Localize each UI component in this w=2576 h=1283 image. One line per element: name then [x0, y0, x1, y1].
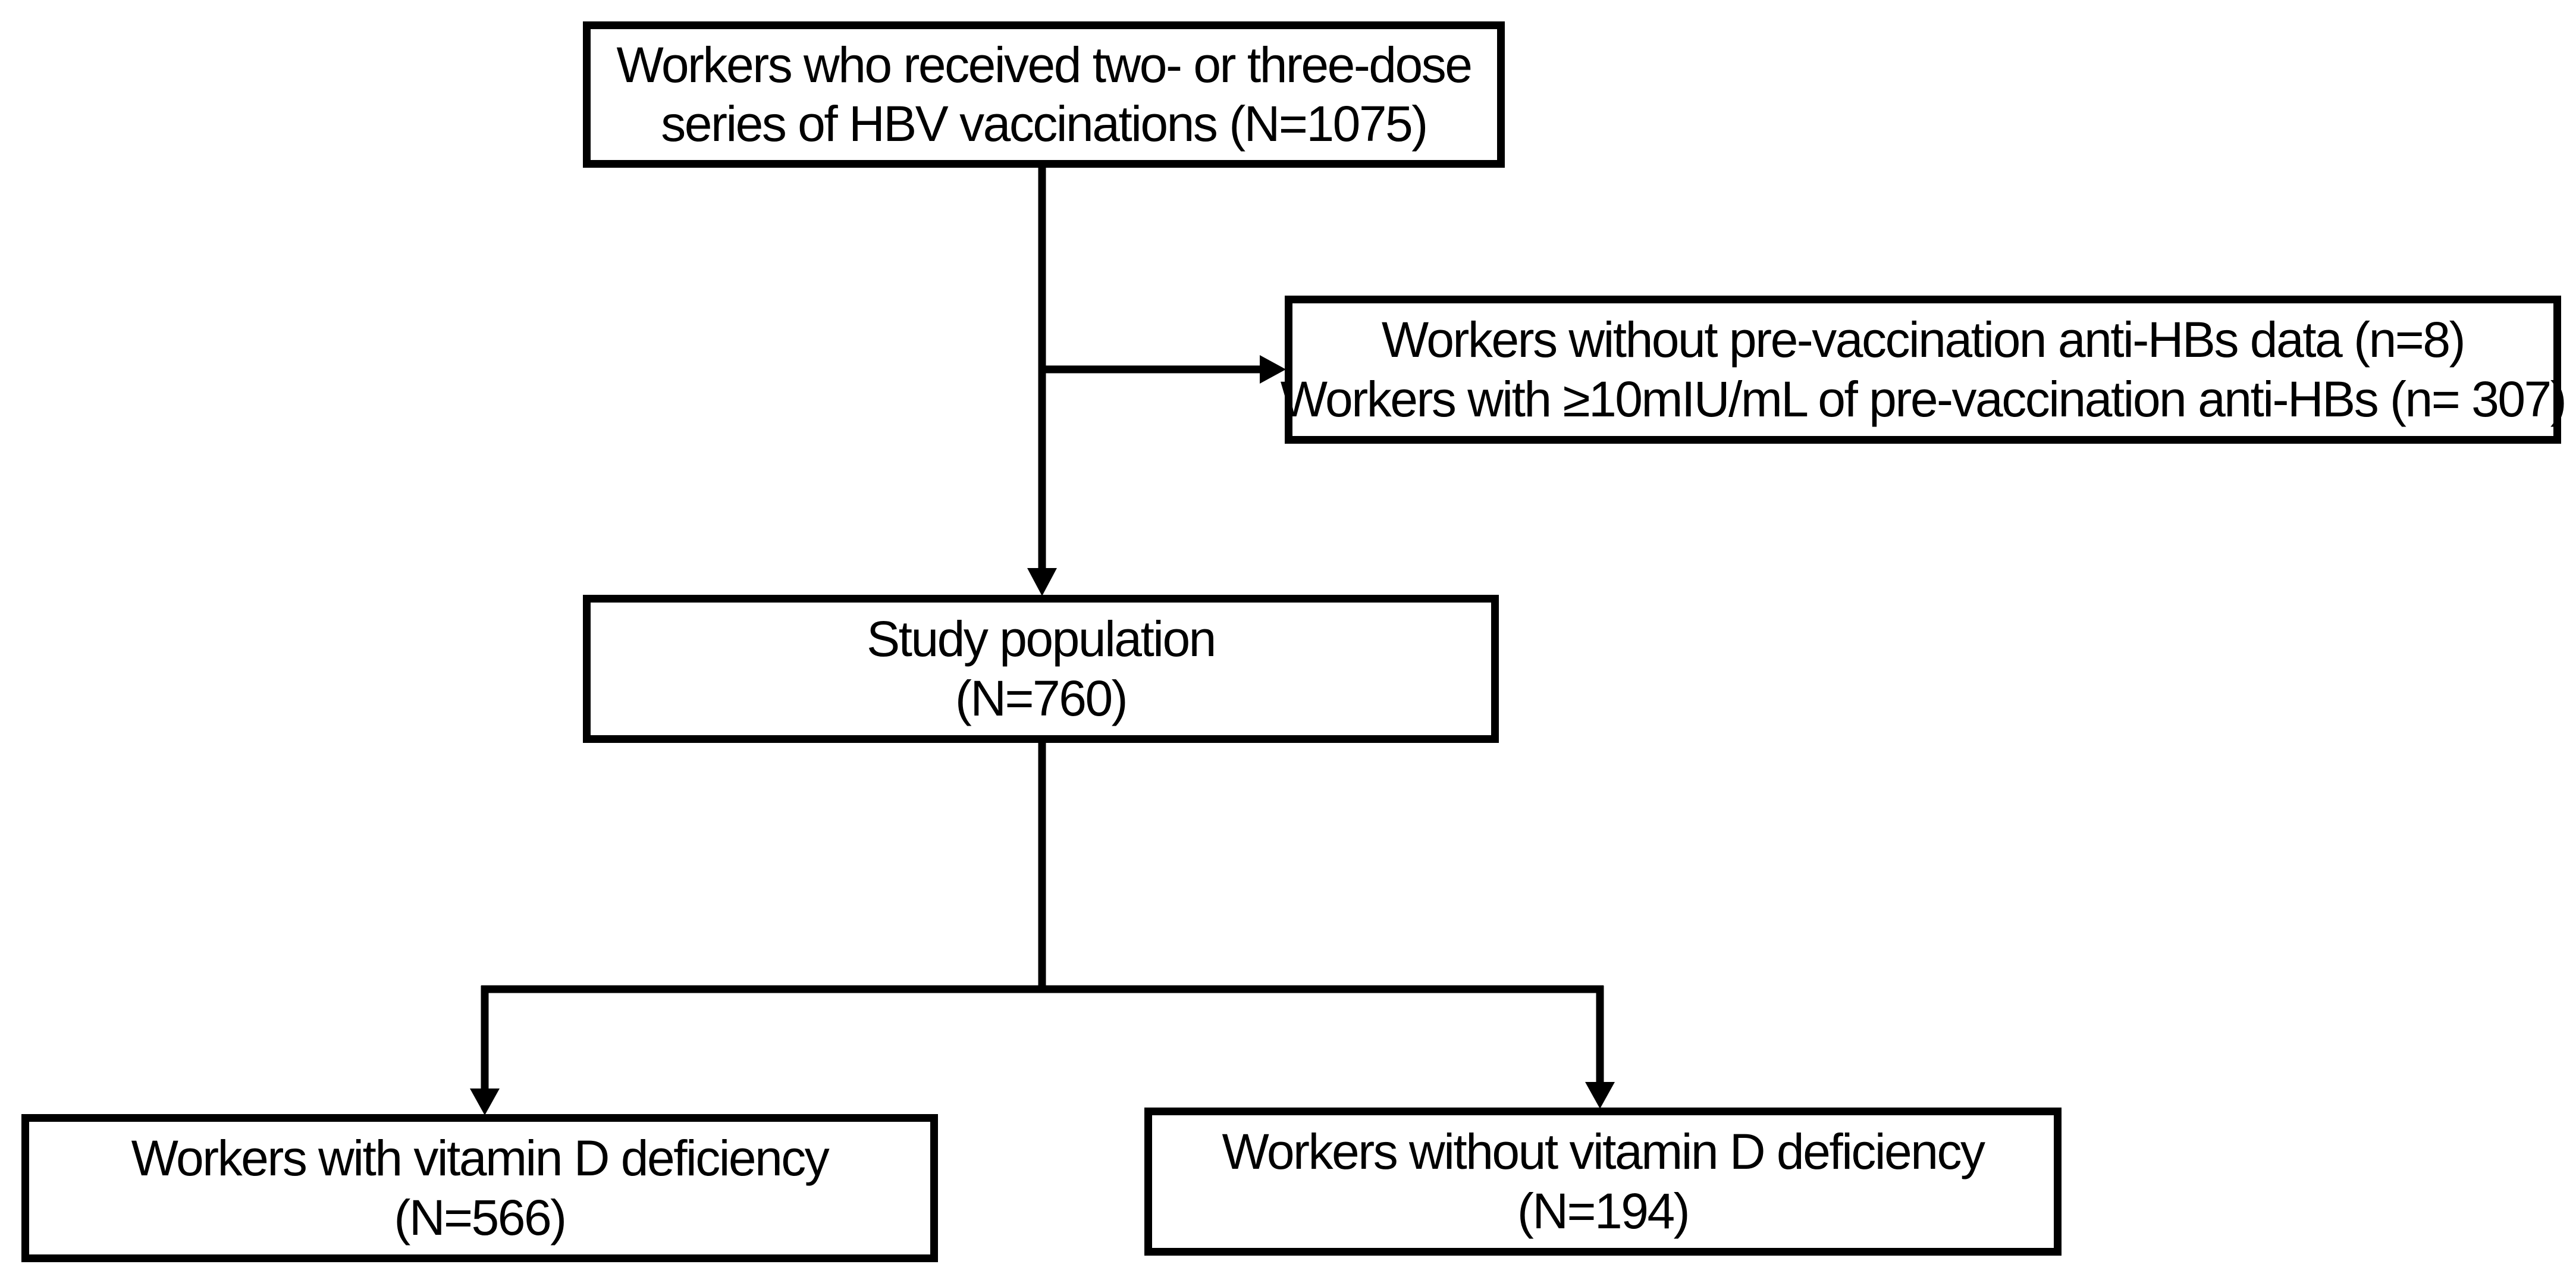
arrowhead-to-study: [1027, 568, 1057, 596]
arrowhead-to-vitd-deficient: [470, 1088, 500, 1115]
start-box: Workers who received two- or three-dose …: [583, 21, 1505, 168]
start-box-line1: Workers who received two- or three-dose: [616, 36, 1473, 93]
vitamin-d-not-deficient-box: Workers without vitamin D deficiency (N=…: [1144, 1108, 2062, 1256]
exclusion-box: Workers without pre-vaccination anti-HBs…: [1281, 296, 2567, 444]
vitd-not-deficient-line2: (N=194): [1517, 1182, 1690, 1239]
exclusion-box-line2: Workers with ≥10mIU/mL of pre-vaccinatio…: [1280, 371, 2567, 427]
arrowhead-to-exclusion: [1260, 355, 1286, 384]
arrowhead-to-vitd-not-deficient: [1585, 1082, 1615, 1109]
exclusion-box-line1: Workers without pre-vaccination anti-HBs…: [1381, 312, 2466, 368]
study-box-line1: Study population: [867, 611, 1216, 667]
vitd-deficient-line2: (N=566): [394, 1189, 567, 1246]
vitd-not-deficient-line1: Workers without vitamin D deficiency: [1222, 1124, 1985, 1180]
study-box-line2: (N=760): [955, 670, 1128, 726]
vitamin-d-deficient-box: Workers with vitamin D deficiency (N=566…: [21, 1114, 938, 1262]
start-box-line2: series of HBV vaccinations (N=1075): [661, 96, 1428, 152]
study-population-box: Study population (N=760): [583, 595, 1499, 743]
vitd-deficient-line1: Workers with vitamin D deficiency: [131, 1130, 830, 1187]
